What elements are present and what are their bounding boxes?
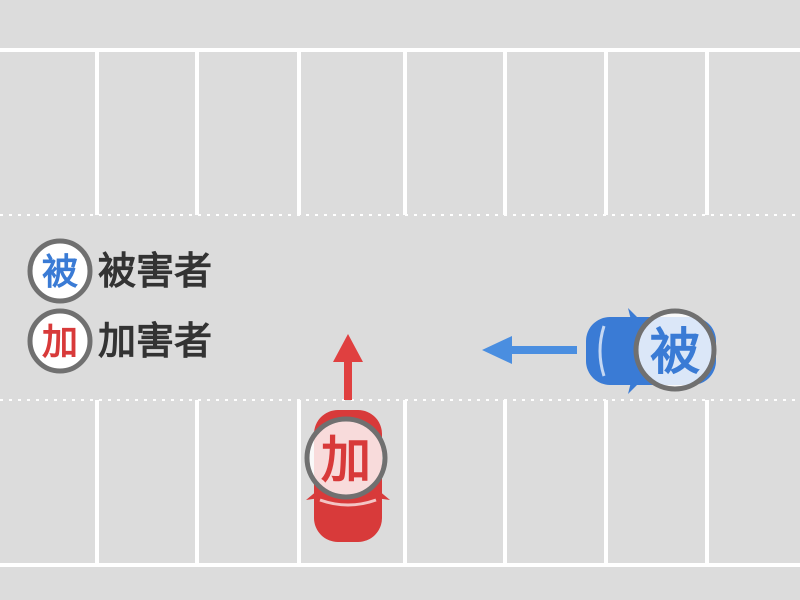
perpetrator-car-badge [304,416,388,500]
perpetrator-legend-badge [27,308,93,374]
perpetrator-legend-label: 加害者 [98,319,212,363]
legend-item-perpetrator: 加 加害者 [27,308,212,374]
perpetrator-legend-badge-text: 加 [42,322,78,363]
victim-car: 被 [586,308,717,394]
bottom-parking-row [0,400,800,567]
victim-legend-badge [27,238,93,304]
victim-legend-badge-text: 被 [42,252,78,293]
legend: 被 被害者 加 加害者 [27,238,212,374]
arrow-left-icon [482,336,577,364]
arrow-up-icon [333,334,363,400]
victim-car-badge [633,308,717,392]
perpetrator-car: 加 [304,410,390,542]
victim-legend-label: 被害者 [98,249,212,293]
legend-item-victim: 被 被害者 [27,238,212,304]
victim-car-badge-text: 被 [650,323,700,381]
perpetrator-car-badge-text: 加 [321,431,371,489]
top-parking-row [0,48,800,215]
